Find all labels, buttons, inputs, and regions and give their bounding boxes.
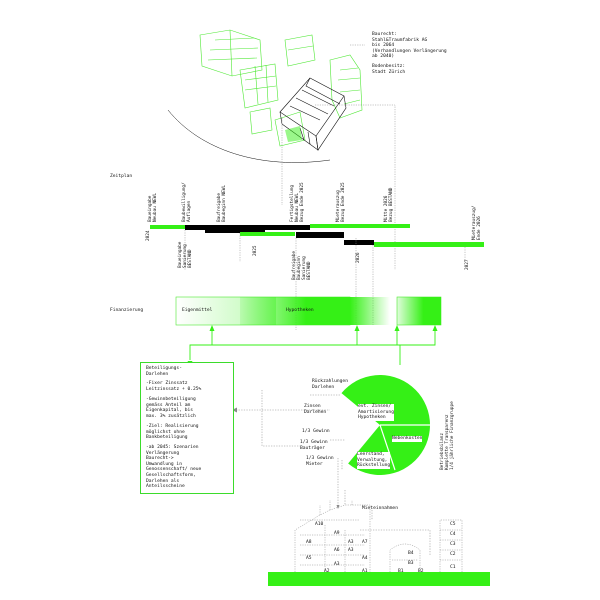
grey-flow-lines xyxy=(236,390,431,555)
unit-b2: B2 xyxy=(418,569,424,574)
year-2025: 2025 xyxy=(253,245,258,256)
unit-a5: A5 xyxy=(306,556,312,561)
year-2027: 2027 xyxy=(465,259,470,270)
pie-label-nebenkosten: Nebenkosten xyxy=(392,436,423,442)
timeline-bar-construction-green xyxy=(240,232,295,236)
dotted-info-leader xyxy=(281,44,396,270)
label-baubewilligung: Baubewilligung/ Auflagen xyxy=(182,182,192,222)
label-baueingabe-sanierung: Baueingabe Sanierung BESTAND xyxy=(178,241,193,268)
year-2024: 2024 xyxy=(146,230,151,241)
darlehen-box: Beteiligungs- Darlehen -Fixer Zinssatz L… xyxy=(140,362,234,494)
pie-label-leerstand: Leerstand, Verwaltung, Rückstellung xyxy=(357,452,391,469)
unit-c3: C3 xyxy=(450,542,456,547)
unit-a2: A2 xyxy=(324,569,330,574)
building-sketch xyxy=(167,29,363,163)
label-baueingabe-newl: Baueingabe Neubau NEWL xyxy=(148,192,158,222)
darlehen-item-3: -Ziel: Realisierung möglichst ohne Bankb… xyxy=(146,424,199,441)
unit-a8: A8 xyxy=(306,540,312,545)
timeline-bar-planning-green xyxy=(150,225,205,229)
unit-c4: C4 xyxy=(450,532,456,537)
grey-arrowheads xyxy=(232,407,340,509)
unit-c5: C5 xyxy=(450,522,456,527)
unit-a9: A9 xyxy=(334,531,340,536)
timeline-bar-newl-black xyxy=(185,225,310,230)
label-mieterauszug-2026: Mieterauszug/ Ende 2026 xyxy=(472,205,482,240)
unit-a3-low: A3 xyxy=(334,562,340,567)
ground-green-bar xyxy=(268,572,490,586)
label-baufreigabe-newl: Baufreigabe Baubeginn NEWL xyxy=(217,184,227,222)
timeline xyxy=(150,224,484,247)
unit-b3: B3 xyxy=(408,561,414,566)
darlehen-item-4: -ab 2045: Szenarien Verlängerung Baurech… xyxy=(146,445,202,490)
rueckzahlungen-label: Rückzahlungen Darlehen xyxy=(312,379,348,390)
timeline-bar-occupancy-green xyxy=(374,242,484,247)
eigenmittel-label: Eigenmittel xyxy=(182,308,213,313)
darlehen-item-1: -Fixer Zinssatz Leitzinssatz + 0.25% xyxy=(146,381,202,392)
zeitplan-title: Zeitplan xyxy=(110,174,133,179)
darlehen-item-2: -Gewinnbeteiligung gemäss Anteil am Eige… xyxy=(146,397,196,419)
betriebsbilanz-label: Betriebsbilanz Komplette Transparenz 1/4… xyxy=(440,401,455,470)
finanzierung-title: Finanzierung xyxy=(110,308,144,313)
bodenbesitz-text: Bodenbesitz: Stadt Zürich xyxy=(372,64,406,75)
darlehen-title: Beteiligungs- Darlehen xyxy=(146,366,182,377)
mieteinnahmen-label: Mieteinnahmen xyxy=(362,506,398,511)
unit-b1: B1 xyxy=(398,569,404,574)
unit-a4: A4 xyxy=(362,556,368,561)
unit-a6: A6 xyxy=(334,548,340,553)
unit-a10: A10 xyxy=(315,522,324,527)
timeline-bar-bestand-black xyxy=(296,232,344,238)
gewinn-1-label: 1/3 Gewinn xyxy=(302,429,330,434)
baurecht-text: Baurecht: Stahl&Traumfabrik AG bis 2064 … xyxy=(372,32,447,60)
label-fertigstellung: Fertigstellung Neubau NEWL Bezug Ende 20… xyxy=(290,182,305,222)
unit-a7: A7 xyxy=(362,540,368,545)
unit-c1: C1 xyxy=(450,565,456,570)
label-mitte-2026: Mitte 2026 Bezug BESTAND xyxy=(384,187,394,222)
unit-c2: C2 xyxy=(450,552,456,557)
hypotheken-label: Hypotheken xyxy=(286,308,314,313)
year-2026: 2026 xyxy=(356,252,361,263)
label-mieterauszug: Mieterauszug Bezug Ende 2025 xyxy=(336,182,346,222)
gewinn-bautraeger-label: 1/3 Gewinn Bauträger xyxy=(300,440,328,451)
pie-label-zinsen: evt. Zinsen/ Amortisierung Hypotheken xyxy=(358,404,394,421)
gewinn-mieter-label: 1/3 Gewinn Mieter xyxy=(306,456,334,467)
unit-a3-mid: A3 xyxy=(348,548,354,553)
unit-a1: A1 xyxy=(362,569,368,574)
pie-chart xyxy=(341,375,430,475)
pie-divider xyxy=(379,424,396,471)
finanzierung-band xyxy=(175,296,442,326)
building-elevation xyxy=(294,500,463,572)
zinsen-label: Zinsen Darlehen xyxy=(304,404,327,415)
unit-a3-top: A3 xyxy=(348,540,354,545)
green-flow-lines xyxy=(189,330,436,365)
unit-b4: B4 xyxy=(408,551,414,556)
label-baufreigabe-sanierung: Baufreigabe Baubeginn Sanierung BESTAND xyxy=(292,250,312,280)
